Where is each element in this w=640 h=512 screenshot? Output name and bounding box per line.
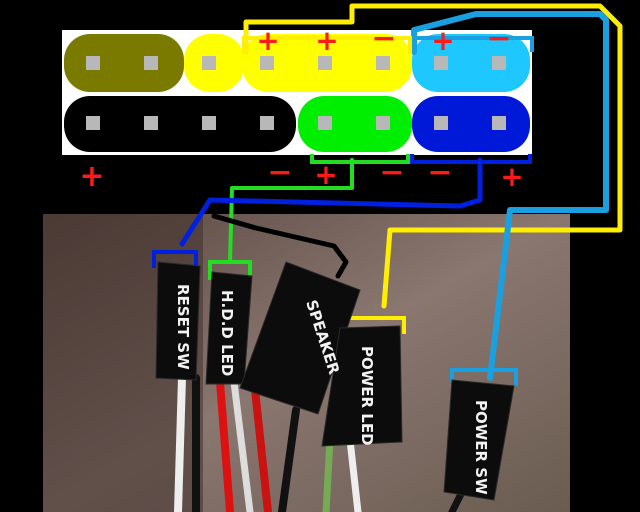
pin xyxy=(144,116,158,130)
label-power-sw: POWER SW xyxy=(472,400,490,495)
pin xyxy=(260,116,274,130)
bracket-green-bottom xyxy=(310,154,410,164)
label-power-led: POWER LED xyxy=(358,346,376,446)
polarity-bottom-1: − xyxy=(267,155,292,190)
pin xyxy=(202,56,216,70)
wire-cyan xyxy=(411,11,609,381)
header-bottom-row xyxy=(64,96,530,152)
cable-green xyxy=(322,436,334,512)
cable-black-2 xyxy=(278,406,300,512)
pin xyxy=(318,56,332,70)
cable-white-3 xyxy=(346,436,362,512)
power-sw-housing xyxy=(443,379,515,501)
polarity-top-5: − xyxy=(486,21,511,56)
polarity-top-4: + xyxy=(431,24,454,57)
cables xyxy=(174,374,466,512)
cable-red-1 xyxy=(216,378,234,512)
pin xyxy=(376,56,390,70)
bracket-hdd xyxy=(208,260,252,280)
bracket-reset xyxy=(152,250,198,268)
wire-green xyxy=(228,158,354,264)
wires xyxy=(179,3,623,381)
pin xyxy=(260,56,274,70)
polarity-top-3: − xyxy=(371,21,396,56)
pin-pair-green xyxy=(298,96,412,152)
pin xyxy=(376,116,390,130)
wire-blue xyxy=(179,157,483,247)
pin-squares xyxy=(86,56,506,130)
pin xyxy=(202,116,216,130)
bracket-markers xyxy=(152,36,534,386)
cable-white xyxy=(174,374,186,512)
pin-pair-olive xyxy=(64,34,184,92)
connector-housings xyxy=(155,261,515,501)
polarity-bottom-3: − xyxy=(379,155,404,190)
polarity-top-1: + xyxy=(256,24,279,57)
speaker-housing xyxy=(239,261,361,415)
wire-yellow xyxy=(243,3,623,309)
pin xyxy=(492,56,506,70)
pin xyxy=(86,116,100,130)
reset-sw-housing xyxy=(155,261,201,381)
bracket-power-sw xyxy=(450,368,518,386)
polarity-markers: + + − + − + − + − − + xyxy=(79,21,523,194)
pin-pair-blue xyxy=(412,96,530,152)
bracket-cyan-top xyxy=(412,36,534,52)
bracket-yellow-top xyxy=(242,36,412,54)
header-top-row xyxy=(64,34,530,92)
label-reset-sw: RESET SW xyxy=(174,284,192,370)
polarity-bottom-2: + xyxy=(314,158,337,191)
wire-black xyxy=(211,213,349,279)
polarity-bottom-4: − xyxy=(427,155,452,190)
power-led-housing xyxy=(321,325,403,447)
label-hdd-led: H.D.D LED xyxy=(218,290,236,376)
polarity-top-2: + xyxy=(315,24,338,57)
polarity-left: + xyxy=(79,159,104,194)
polarity-bottom-5: + xyxy=(500,160,523,193)
cable-red-2 xyxy=(250,376,272,512)
pin xyxy=(86,56,100,70)
pin xyxy=(318,116,332,130)
pin-group-black xyxy=(64,96,296,152)
pin-pair-cyan xyxy=(412,34,530,92)
cable-black-3 xyxy=(448,488,466,512)
pin xyxy=(434,56,448,70)
cable-white-2 xyxy=(230,378,254,512)
pin xyxy=(492,116,506,130)
pin xyxy=(434,116,448,130)
bracket-blue-bottom xyxy=(410,154,532,164)
pin xyxy=(144,56,158,70)
